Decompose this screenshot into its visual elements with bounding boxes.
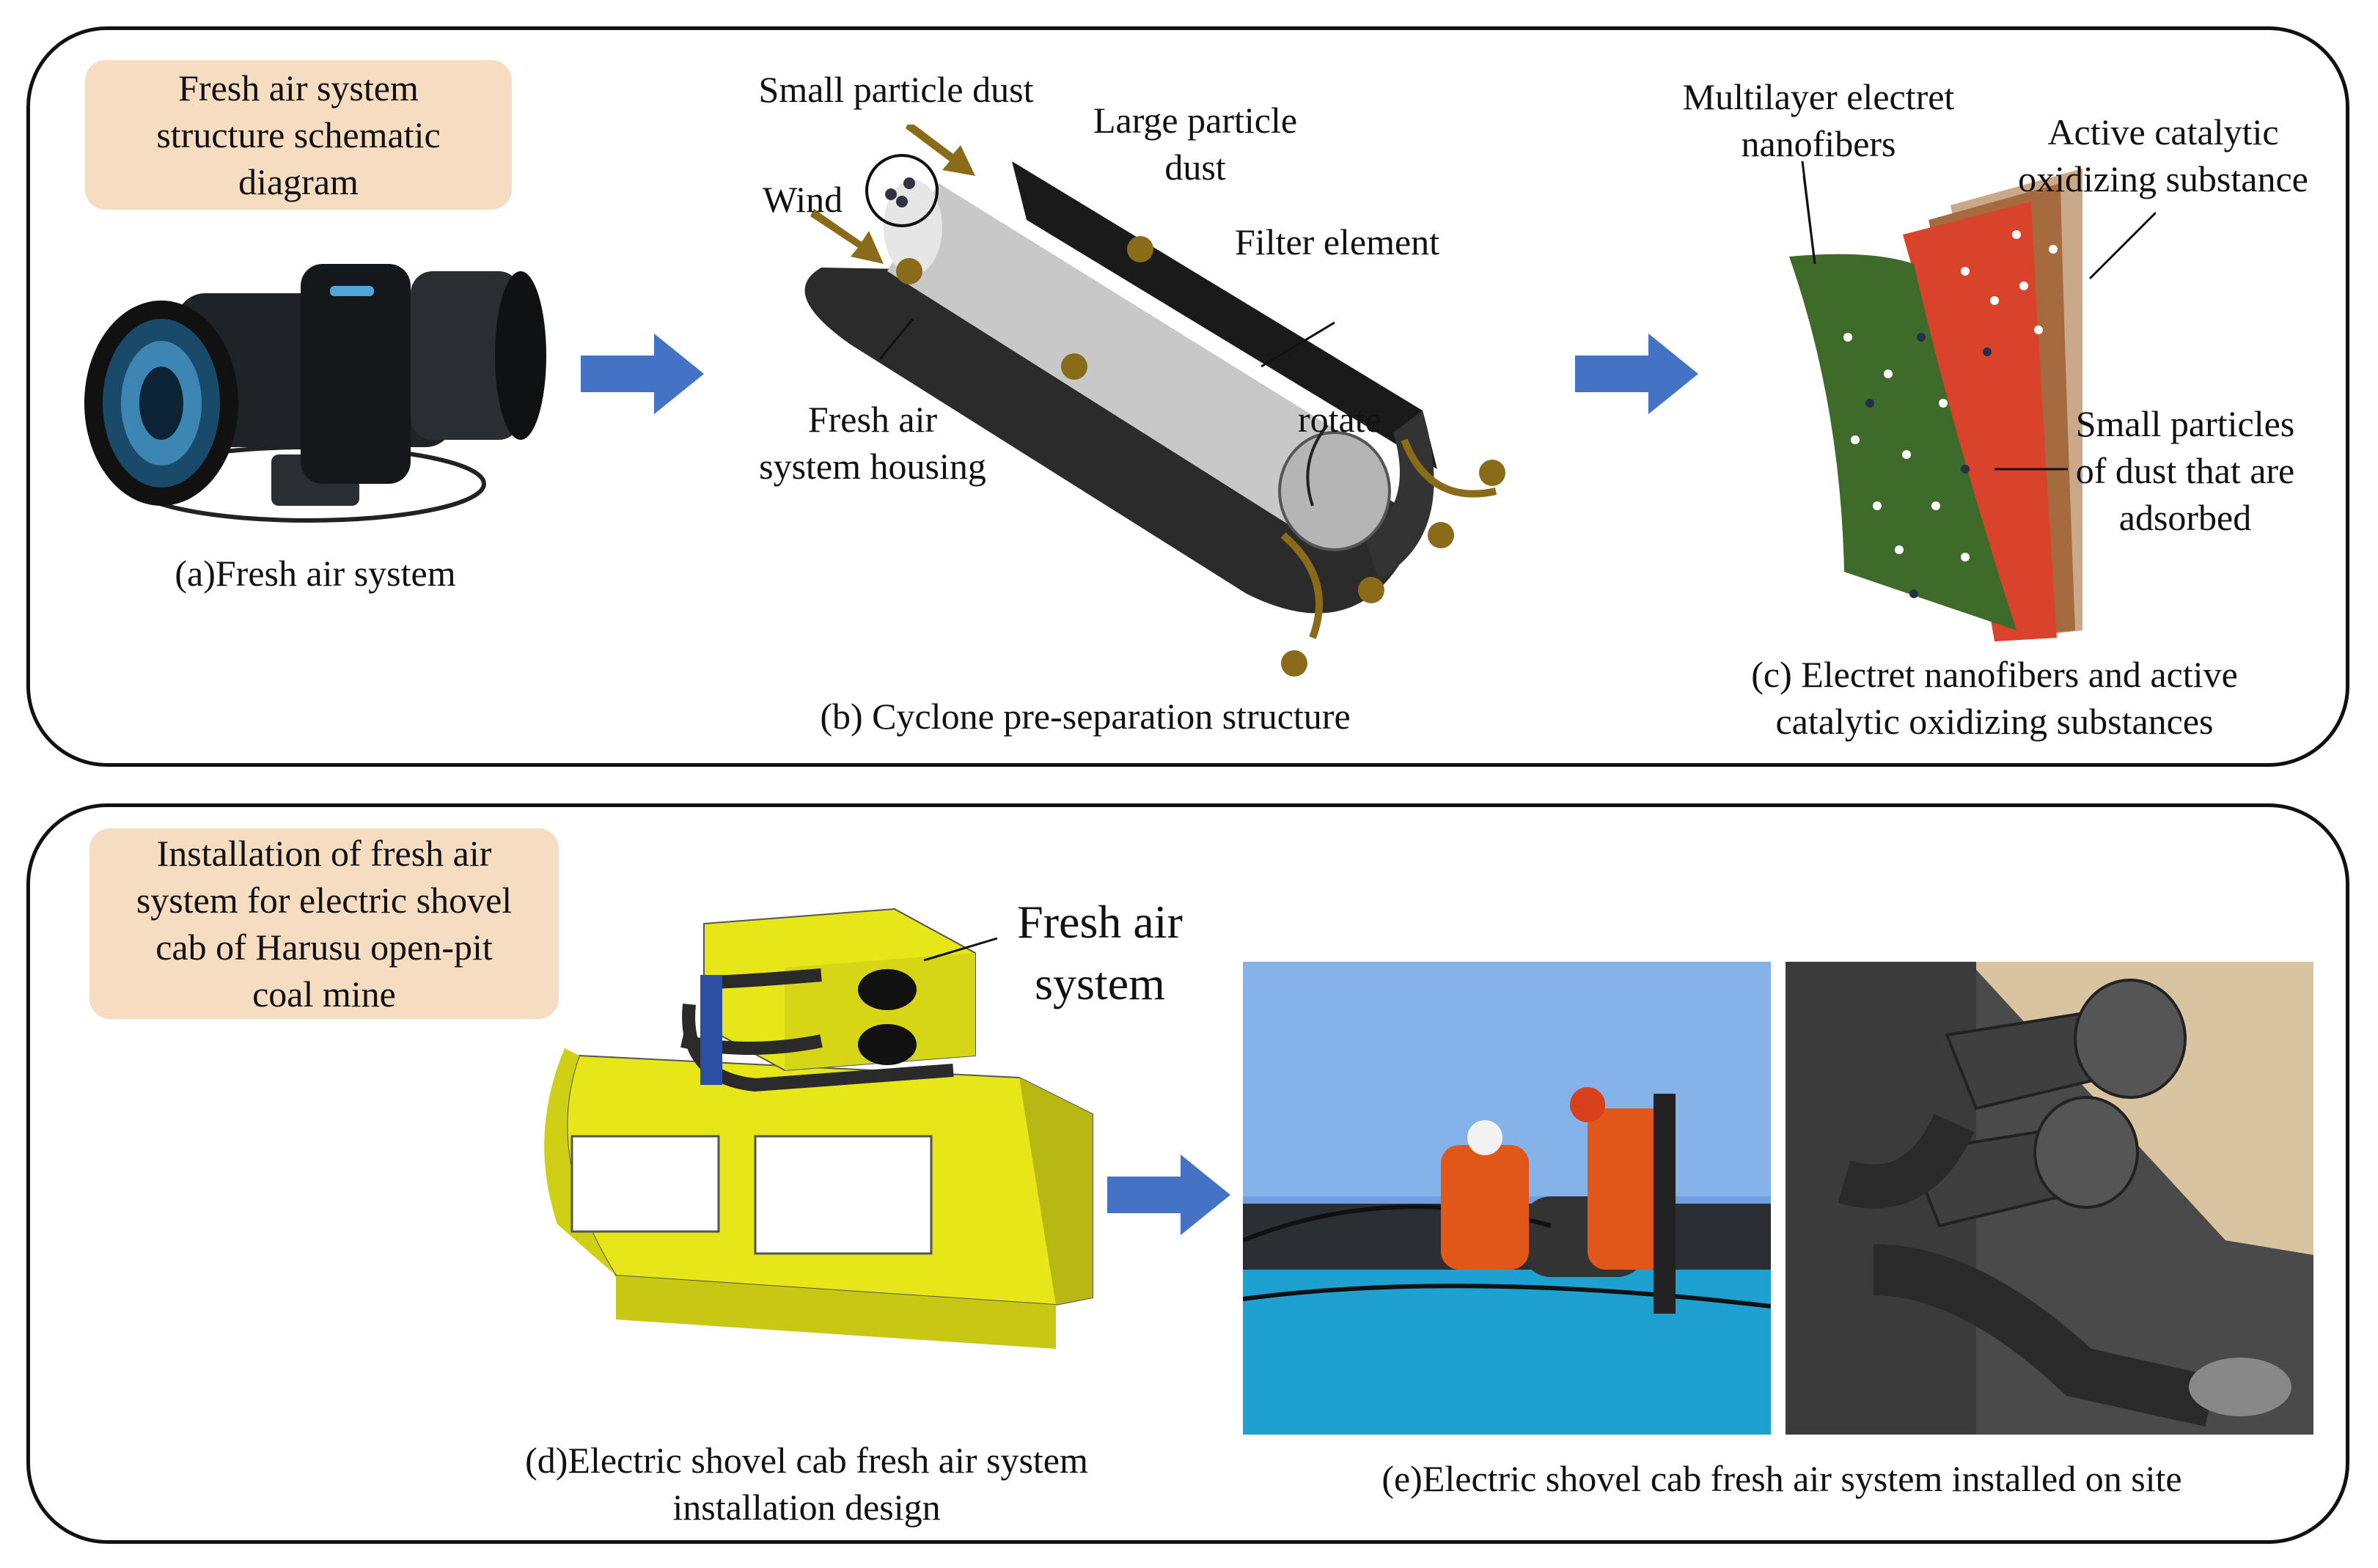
caption-a: (a)Fresh air system: [175, 553, 456, 594]
label-wind: Wind: [763, 179, 843, 220]
label-small-dust: Small particle dust: [758, 69, 1034, 110]
caption-c: (c) Electret nanofibers and active catal…: [1751, 654, 2238, 742]
label-fresh-air-system: Fresh air system: [1017, 896, 1183, 1009]
label-multilayer-nanofibers: Multilayer electret nanofibers: [1682, 76, 1955, 164]
label-catalytic-substance: Active catalytic oxidizing substance: [2018, 111, 2308, 199]
structure-schematic-tag: Fresh air system structure schematic dia…: [85, 60, 512, 210]
caption-e: (e)Electric shovel cab fresh air system …: [1381, 1458, 2182, 1499]
caption-d: (d)Electric shovel cab fresh air system …: [525, 1440, 1088, 1528]
flow-arrow-3: [1107, 1155, 1230, 1235]
installation-tag: Installation of fresh air system for ele…: [89, 828, 559, 1019]
cyclone-separator-illustration: [804, 125, 1505, 677]
flow-arrow-1: [581, 334, 704, 414]
caption-b: (b) Cyclone pre-separation structure: [820, 696, 1351, 737]
onsite-photo-workers: [1243, 962, 1771, 1435]
label-adsorbed-dust: Small particles of dust that are adsorbe…: [2075, 403, 2295, 538]
flow-arrow-2: [1575, 334, 1698, 414]
label-rotate: rotate: [1298, 399, 1381, 440]
label-housing: Fresh air system housing: [759, 399, 986, 487]
shovel-cab-3d-model: [544, 908, 1093, 1349]
electret-nanofiber-layers-illustration: [1789, 161, 2156, 641]
label-large-dust: Large particle dust: [1093, 100, 1298, 188]
onsite-photo-installed-units: [1786, 962, 2313, 1435]
label-filter-element: Filter element: [1235, 221, 1440, 262]
fresh-air-system-illustration: [84, 264, 546, 523]
